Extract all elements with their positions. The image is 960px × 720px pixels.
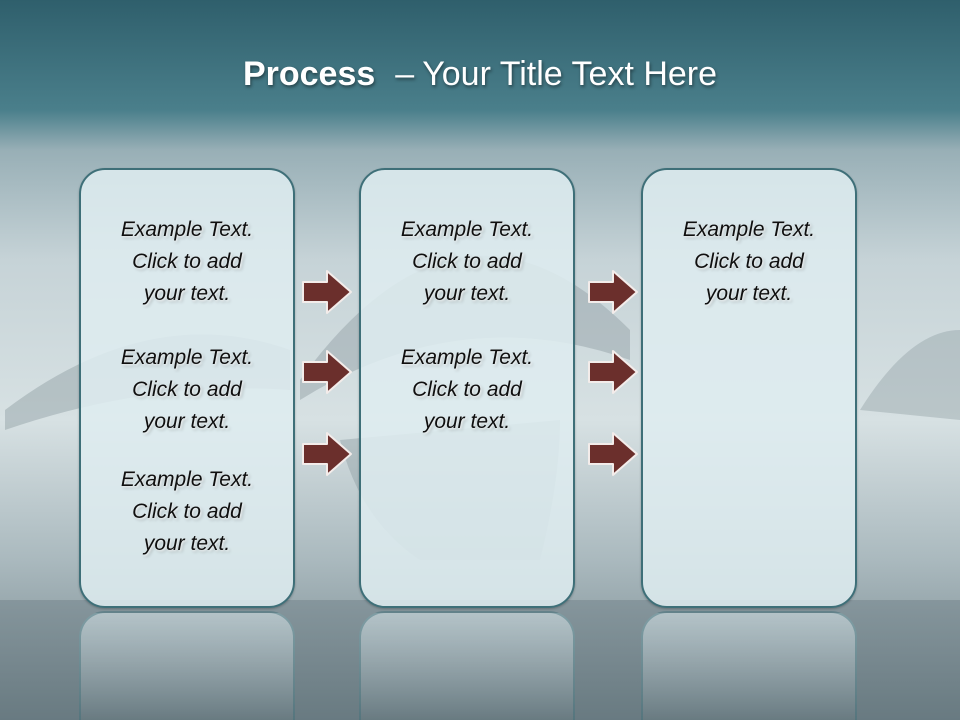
box-1-reflection	[79, 611, 295, 720]
right-arrow-icon	[588, 350, 638, 394]
process-box-2[interactable]: Example Text. Click to add your text. Ex…	[359, 168, 575, 608]
box-2-text-1[interactable]: Example Text. Click to add your text.	[400, 218, 534, 305]
right-arrow-icon	[302, 270, 352, 314]
process-box-1[interactable]: Example Text. Click to add your text. Ex…	[79, 168, 295, 608]
right-arrow-icon	[302, 432, 352, 476]
box-2-text-2[interactable]: Example Text. Click to add your text.	[400, 346, 534, 433]
right-arrow-icon	[302, 350, 352, 394]
process-box-3[interactable]: Example Text. Click to add your text.	[641, 168, 857, 608]
box-3-reflection	[641, 611, 857, 720]
box-2-reflection	[359, 611, 575, 720]
title-text: Your Title Text Here	[422, 55, 718, 93]
right-arrow-icon	[588, 270, 638, 314]
title-dash: –	[395, 55, 415, 93]
title-bold: Process	[242, 55, 376, 93]
box-3-text-1[interactable]: Example Text. Click to add your text.	[682, 218, 816, 305]
slide-title[interactable]: Process–Your Title Text Here	[0, 52, 960, 96]
right-arrow-icon	[588, 432, 638, 476]
box-1-text-2[interactable]: Example Text. Click to add your text.	[120, 346, 254, 433]
box-1-text-1[interactable]: Example Text. Click to add your text.	[120, 218, 254, 305]
box-1-text-3[interactable]: Example Text. Click to add your text.	[120, 468, 254, 555]
